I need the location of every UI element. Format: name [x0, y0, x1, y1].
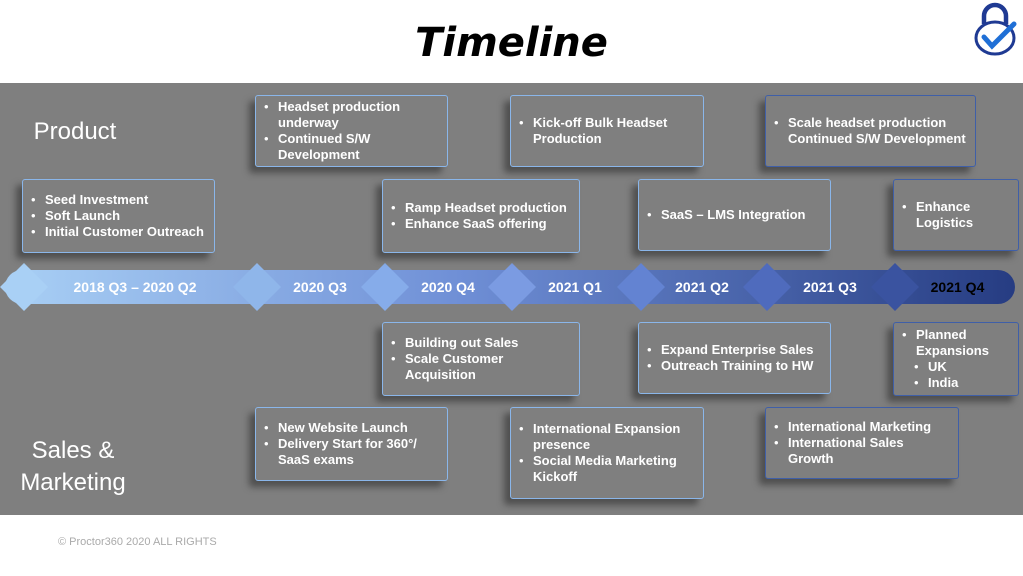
milestone-diamond [871, 263, 919, 311]
milestone-list: International MarketingInternational Sal… [774, 419, 952, 467]
milestone-list: Expand Enterprise SalesOutreach Training… [647, 342, 813, 374]
milestone-list: Ramp Headset productionEnhance SaaS offe… [391, 200, 567, 232]
product-milestone-box: Enhance Logistics [893, 179, 1019, 251]
page-title: Timeline [415, 20, 608, 66]
milestone-item: Expand Enterprise Sales [647, 342, 813, 358]
milestone-list: SaaS – LMS Integration [647, 207, 805, 223]
product-milestone-box: Kick-off Bulk Headset Production [510, 95, 704, 167]
milestone-item: Planned Expansions [902, 327, 1012, 359]
milestone-list: New Website LaunchDelivery Start for 360… [264, 420, 441, 468]
section-label-product: Product [33, 118, 117, 145]
timeline-period-label: 2021 Q2 [675, 279, 729, 295]
timeline-period-label: 2020 Q4 [421, 279, 475, 295]
milestone-item: Scale headset production Continued S/W D… [774, 115, 969, 147]
milestone-item: New Website Launch [264, 420, 441, 436]
sales-milestone-box: New Website LaunchDelivery Start for 360… [255, 407, 448, 481]
milestone-item: Enhance Logistics [902, 199, 1012, 231]
milestone-list: Scale headset production Continued S/W D… [774, 115, 969, 147]
milestone-diamond [488, 263, 536, 311]
milestone-list: Kick-off Bulk Headset Production [519, 115, 697, 147]
sales-milestone-box: Expand Enterprise SalesOutreach Training… [638, 322, 831, 394]
copyright-footer: © Proctor360 2020 ALL RIGHTS [58, 536, 217, 548]
product-milestone-box: Scale headset production Continued S/W D… [765, 95, 976, 167]
sales-milestone-box: Planned ExpansionsUKIndia [893, 322, 1019, 396]
timeline-period-label: 2020 Q3 [293, 279, 347, 295]
product-milestone-box: SaaS – LMS Integration [638, 179, 831, 251]
timeline-period-label: 2021 Q1 [548, 279, 602, 295]
milestone-item: Continued S/W Development [264, 131, 441, 163]
milestone-list: Building out SalesScale Customer Acquisi… [391, 335, 573, 383]
milestone-item: Headset production underway [264, 99, 441, 131]
milestone-list: Planned ExpansionsUKIndia [902, 327, 1012, 391]
milestone-item: Social Media Marketing Kickoff [519, 453, 697, 485]
timeline-period-label: 2021 Q3 [803, 279, 857, 295]
lock-check-icon [974, 2, 1017, 56]
section-label-sales-marketing: Sales & Marketing [8, 435, 138, 499]
milestone-item: International Expansion presence [519, 421, 697, 453]
milestone-list: International Expansion presenceSocial M… [519, 421, 697, 485]
milestone-list: Enhance Logistics [902, 199, 1012, 231]
milestone-list: Seed InvestmentSoft LaunchInitial Custom… [31, 192, 204, 240]
product-milestone-box: Seed InvestmentSoft LaunchInitial Custom… [22, 179, 215, 253]
milestone-item: International Marketing [774, 419, 952, 435]
milestone-item: Delivery Start for 360°/ SaaS exams [264, 436, 441, 468]
timeline-period-label: 2021 Q4 [930, 279, 985, 295]
milestone-item: International Sales Growth [774, 435, 952, 467]
milestone-diamond [617, 263, 665, 311]
milestone-subitem: India [902, 375, 1012, 391]
timeline-period-label: 2018 Q3 – 2020 Q2 [73, 279, 197, 295]
milestone-item: Soft Launch [31, 208, 204, 224]
milestone-item: Initial Customer Outreach [31, 224, 204, 240]
milestone-item: Outreach Training to HW [647, 358, 813, 374]
milestone-diamond [361, 263, 409, 311]
milestone-item: Building out Sales [391, 335, 573, 351]
product-milestone-box: Headset production underwayContinued S/W… [255, 95, 448, 167]
milestone-item: Scale Customer Acquisition [391, 351, 573, 383]
milestone-item: Kick-off Bulk Headset Production [519, 115, 697, 147]
product-milestone-box: Ramp Headset productionEnhance SaaS offe… [382, 179, 580, 253]
milestone-item: Ramp Headset production [391, 200, 567, 216]
milestone-diamond [743, 263, 791, 311]
milestone-list: Headset production underwayContinued S/W… [264, 99, 441, 163]
section-label-sales-line1: Sales & [31, 437, 115, 464]
milestone-item: SaaS – LMS Integration [647, 207, 805, 223]
milestone-subitem: UK [902, 359, 1012, 375]
sales-milestone-box: Building out SalesScale Customer Acquisi… [382, 322, 580, 396]
milestone-item: Seed Investment [31, 192, 204, 208]
section-label-sales-line2: Marketing [20, 469, 126, 496]
milestone-diamond [0, 263, 48, 311]
sales-milestone-box: International Expansion presenceSocial M… [510, 407, 704, 499]
sales-milestone-box: International MarketingInternational Sal… [765, 407, 959, 479]
milestone-item: Enhance SaaS offering [391, 216, 567, 232]
milestone-diamond [233, 263, 281, 311]
